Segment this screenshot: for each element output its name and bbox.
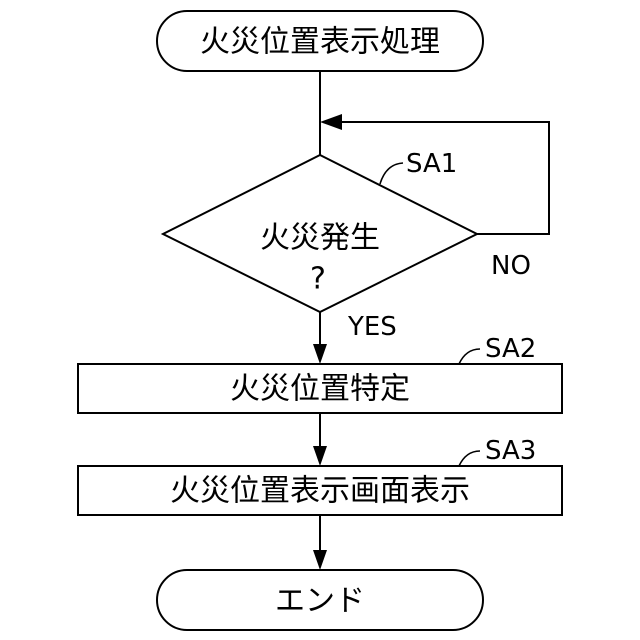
step-id-leader-sa3: [459, 451, 480, 466]
arrowhead-loop-merge: [320, 114, 342, 130]
process-step2: 火災位置特定: [78, 364, 562, 413]
step-id-sa1: SA1: [406, 149, 457, 179]
process-step3: 火災位置表示画面表示: [78, 466, 562, 515]
process-step2-label: 火災位置特定: [230, 372, 410, 407]
start-terminal: 火災位置表示処理: [157, 11, 483, 71]
start-terminal-label: 火災位置表示処理: [200, 25, 440, 60]
arrowhead-to-end: [313, 550, 327, 570]
arrowhead-to-step2: [313, 344, 327, 364]
step-id-leader-sa1: [380, 163, 403, 184]
step-id-leader-sa2: [459, 349, 480, 364]
arrowhead-to-step3: [313, 446, 327, 466]
decision-label-line2: ?: [310, 262, 326, 297]
step-id-sa2: SA2: [485, 334, 536, 364]
process-step3-label: 火災位置表示画面表示: [170, 474, 470, 509]
end-terminal-label: エンド: [275, 584, 365, 619]
decision-label-line1: 火災発生: [260, 221, 380, 256]
decision-yes-label: YES: [347, 312, 397, 342]
decision-no-label: NO: [491, 251, 531, 281]
step-id-sa3: SA3: [485, 436, 536, 466]
end-terminal: エンド: [157, 570, 483, 630]
